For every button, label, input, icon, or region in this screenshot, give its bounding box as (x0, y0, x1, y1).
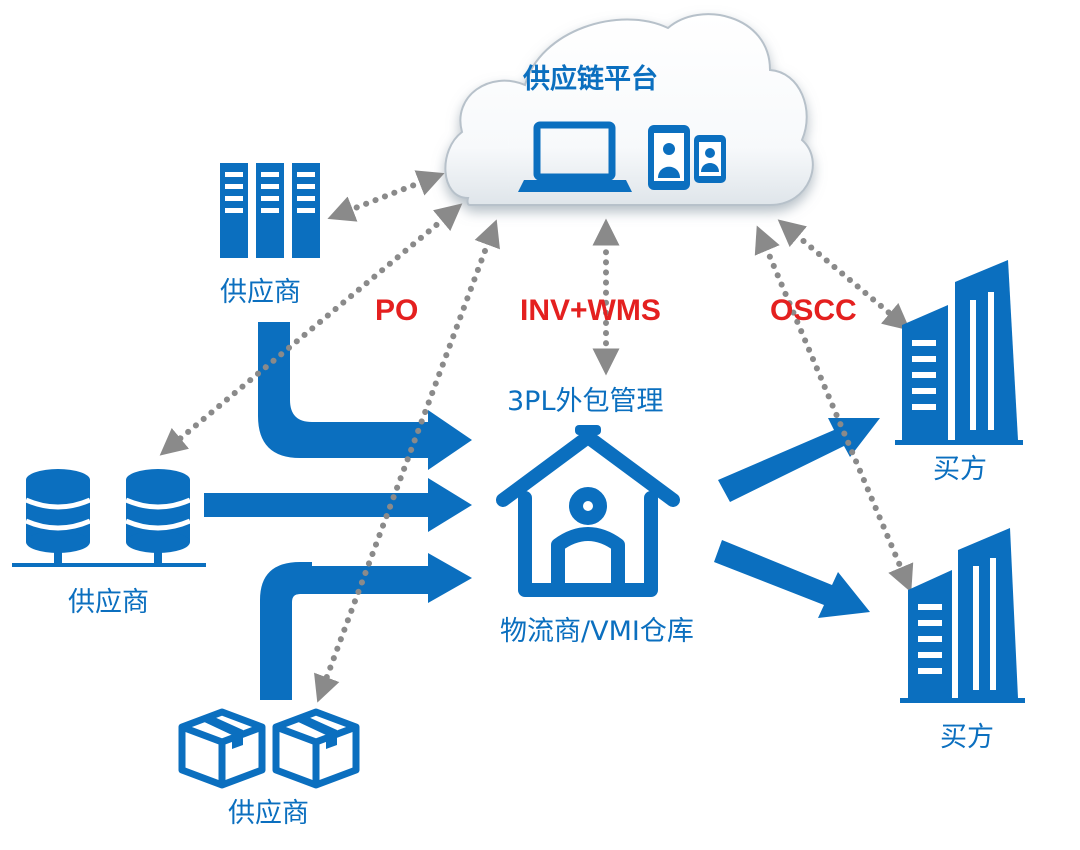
link-cloud-buyer-bottom (754, 225, 914, 593)
package-tape (200, 716, 337, 749)
platform-title: 供应链平台 (522, 63, 658, 95)
flow-arrow-mid-supplier (204, 478, 472, 532)
label-po: PO (375, 294, 418, 327)
supplier-label-bottom: 供应商 (228, 798, 309, 829)
cloud-icon (444, 13, 814, 206)
buyer-label-bottom: 买方 (940, 722, 994, 753)
supplier-label-mid: 供应商 (68, 587, 149, 618)
label-inv-wms: INV+WMS (520, 294, 661, 327)
hub-bottom-label: 物流商/VMI仓库 (500, 616, 694, 647)
package-box-icon (178, 708, 360, 789)
house-icon (496, 430, 680, 597)
server-rack-icon (220, 163, 320, 258)
flow-arrow-top-supplier (258, 322, 472, 470)
laptop-icon (518, 121, 632, 192)
database-icon (12, 469, 206, 567)
building-icon (895, 260, 1023, 445)
information-links (159, 170, 914, 703)
building-icon (900, 528, 1025, 703)
supplier-label-top: 供应商 (220, 277, 301, 308)
mobile-devices-icon (648, 125, 726, 190)
link-cloud-supplier-bottom (314, 219, 500, 703)
link-cloud-supplier-top (327, 170, 445, 222)
label-oscc: OSCC (770, 294, 857, 327)
flow-arrow-buyer-bottom (714, 540, 870, 618)
buyer-label-top: 买方 (933, 454, 987, 485)
hub-top-label: 3PL外包管理 (507, 386, 664, 417)
